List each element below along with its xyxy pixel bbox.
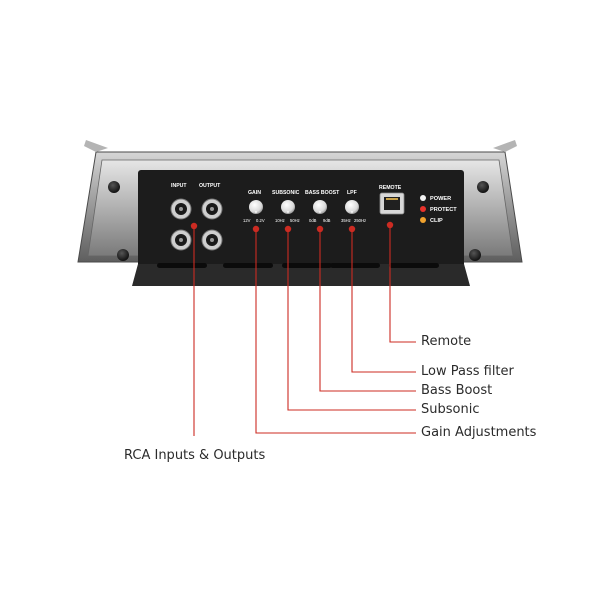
lpf-min-label: 35Hz (341, 218, 351, 223)
remote-port: REMOTE (379, 185, 405, 215)
callout-line-gain-adjustments (255, 229, 416, 434)
subsonic-label: SUBSONIC (272, 190, 300, 196)
callout-line-bass-boost (319, 229, 416, 392)
input-label: INPUT (171, 183, 187, 189)
callout-line-remote (389, 225, 416, 343)
callout-dot-icon (316, 225, 324, 233)
bass-boost-label: BASS BOOST (305, 190, 340, 196)
gain-knob[interactable] (249, 200, 263, 214)
callout-label-remote: Remote (421, 334, 472, 349)
callout-dot-icon (284, 225, 292, 233)
subsonic-max-label: 50Hz (290, 218, 300, 223)
rca-jack-output-2[interactable] (201, 229, 223, 251)
callout-dot-icon (348, 225, 356, 233)
protect-led-icon (420, 206, 426, 212)
callout-dot-icon (190, 222, 198, 230)
knob-dot-icon (351, 211, 353, 213)
bass-boost-min-label: 0dB (309, 218, 317, 223)
gain-control: GAIN 12V 0.2V (243, 190, 265, 223)
clip-led-label: CLIP (430, 218, 443, 224)
callout-label-low-pass-filter: Low Pass filter (421, 364, 514, 379)
vent-slots (157, 263, 439, 268)
subsonic-control: SUBSONIC 10Hz 50Hz (272, 190, 300, 223)
rca-jacks: INPUT OUTPUT (170, 183, 223, 251)
callout-dot-icon (386, 221, 394, 229)
rca-jack-input-2[interactable] (170, 229, 192, 251)
gain-label: GAIN (248, 190, 261, 196)
bass-boost-max-label: 9dB (323, 218, 331, 223)
screw-icon (108, 181, 120, 193)
clip-led-icon (420, 217, 426, 223)
bass-boost-control: BASS BOOST 0dB 9dB (305, 190, 340, 223)
subsonic-min-label: 10Hz (275, 218, 285, 223)
callout-line-subsonic (287, 229, 416, 411)
lpf-label: LPF (347, 190, 357, 196)
screw-icon (469, 249, 481, 261)
callout-label-gain-adjustments: Gain Adjustments (421, 425, 537, 440)
lpf-knob[interactable] (345, 200, 359, 214)
callout-dots (190, 221, 394, 233)
rca-jack-output-1[interactable] (201, 198, 223, 220)
knob-dot-icon (287, 211, 289, 213)
gain-max-label: 0.2V (256, 218, 265, 223)
lpf-max-label: 250Hz (354, 218, 366, 223)
callout-label-rca: RCA Inputs & Outputs (124, 448, 266, 463)
screw-icon (477, 181, 489, 193)
lpf-control: LPF 35Hz 250Hz (341, 190, 366, 223)
power-led-label: POWER (430, 196, 451, 202)
remote-label: REMOTE (379, 185, 402, 191)
callout-label-bass-boost: Bass Boost (421, 383, 493, 398)
callout-label-subsonic: Subsonic (421, 402, 480, 417)
knob-dot-icon (255, 211, 257, 213)
gain-min-label: 12V (243, 218, 251, 223)
knob-dot-icon (319, 211, 321, 213)
rca-jack-input-1[interactable] (170, 198, 192, 220)
callout-dot-icon (252, 225, 260, 233)
chassis-screws (108, 181, 489, 261)
control-panel (138, 170, 464, 271)
screw-icon (117, 249, 129, 261)
subsonic-knob[interactable] (281, 200, 295, 214)
bass-boost-knob[interactable] (313, 200, 327, 214)
output-label: OUTPUT (199, 183, 221, 189)
callout-line-low-pass-filter (351, 229, 416, 373)
status-leds: POWER PROTECT CLIP (420, 195, 457, 224)
power-led-icon (420, 195, 426, 201)
protect-led-label: PROTECT (430, 207, 457, 213)
callout-lines (193, 225, 416, 436)
